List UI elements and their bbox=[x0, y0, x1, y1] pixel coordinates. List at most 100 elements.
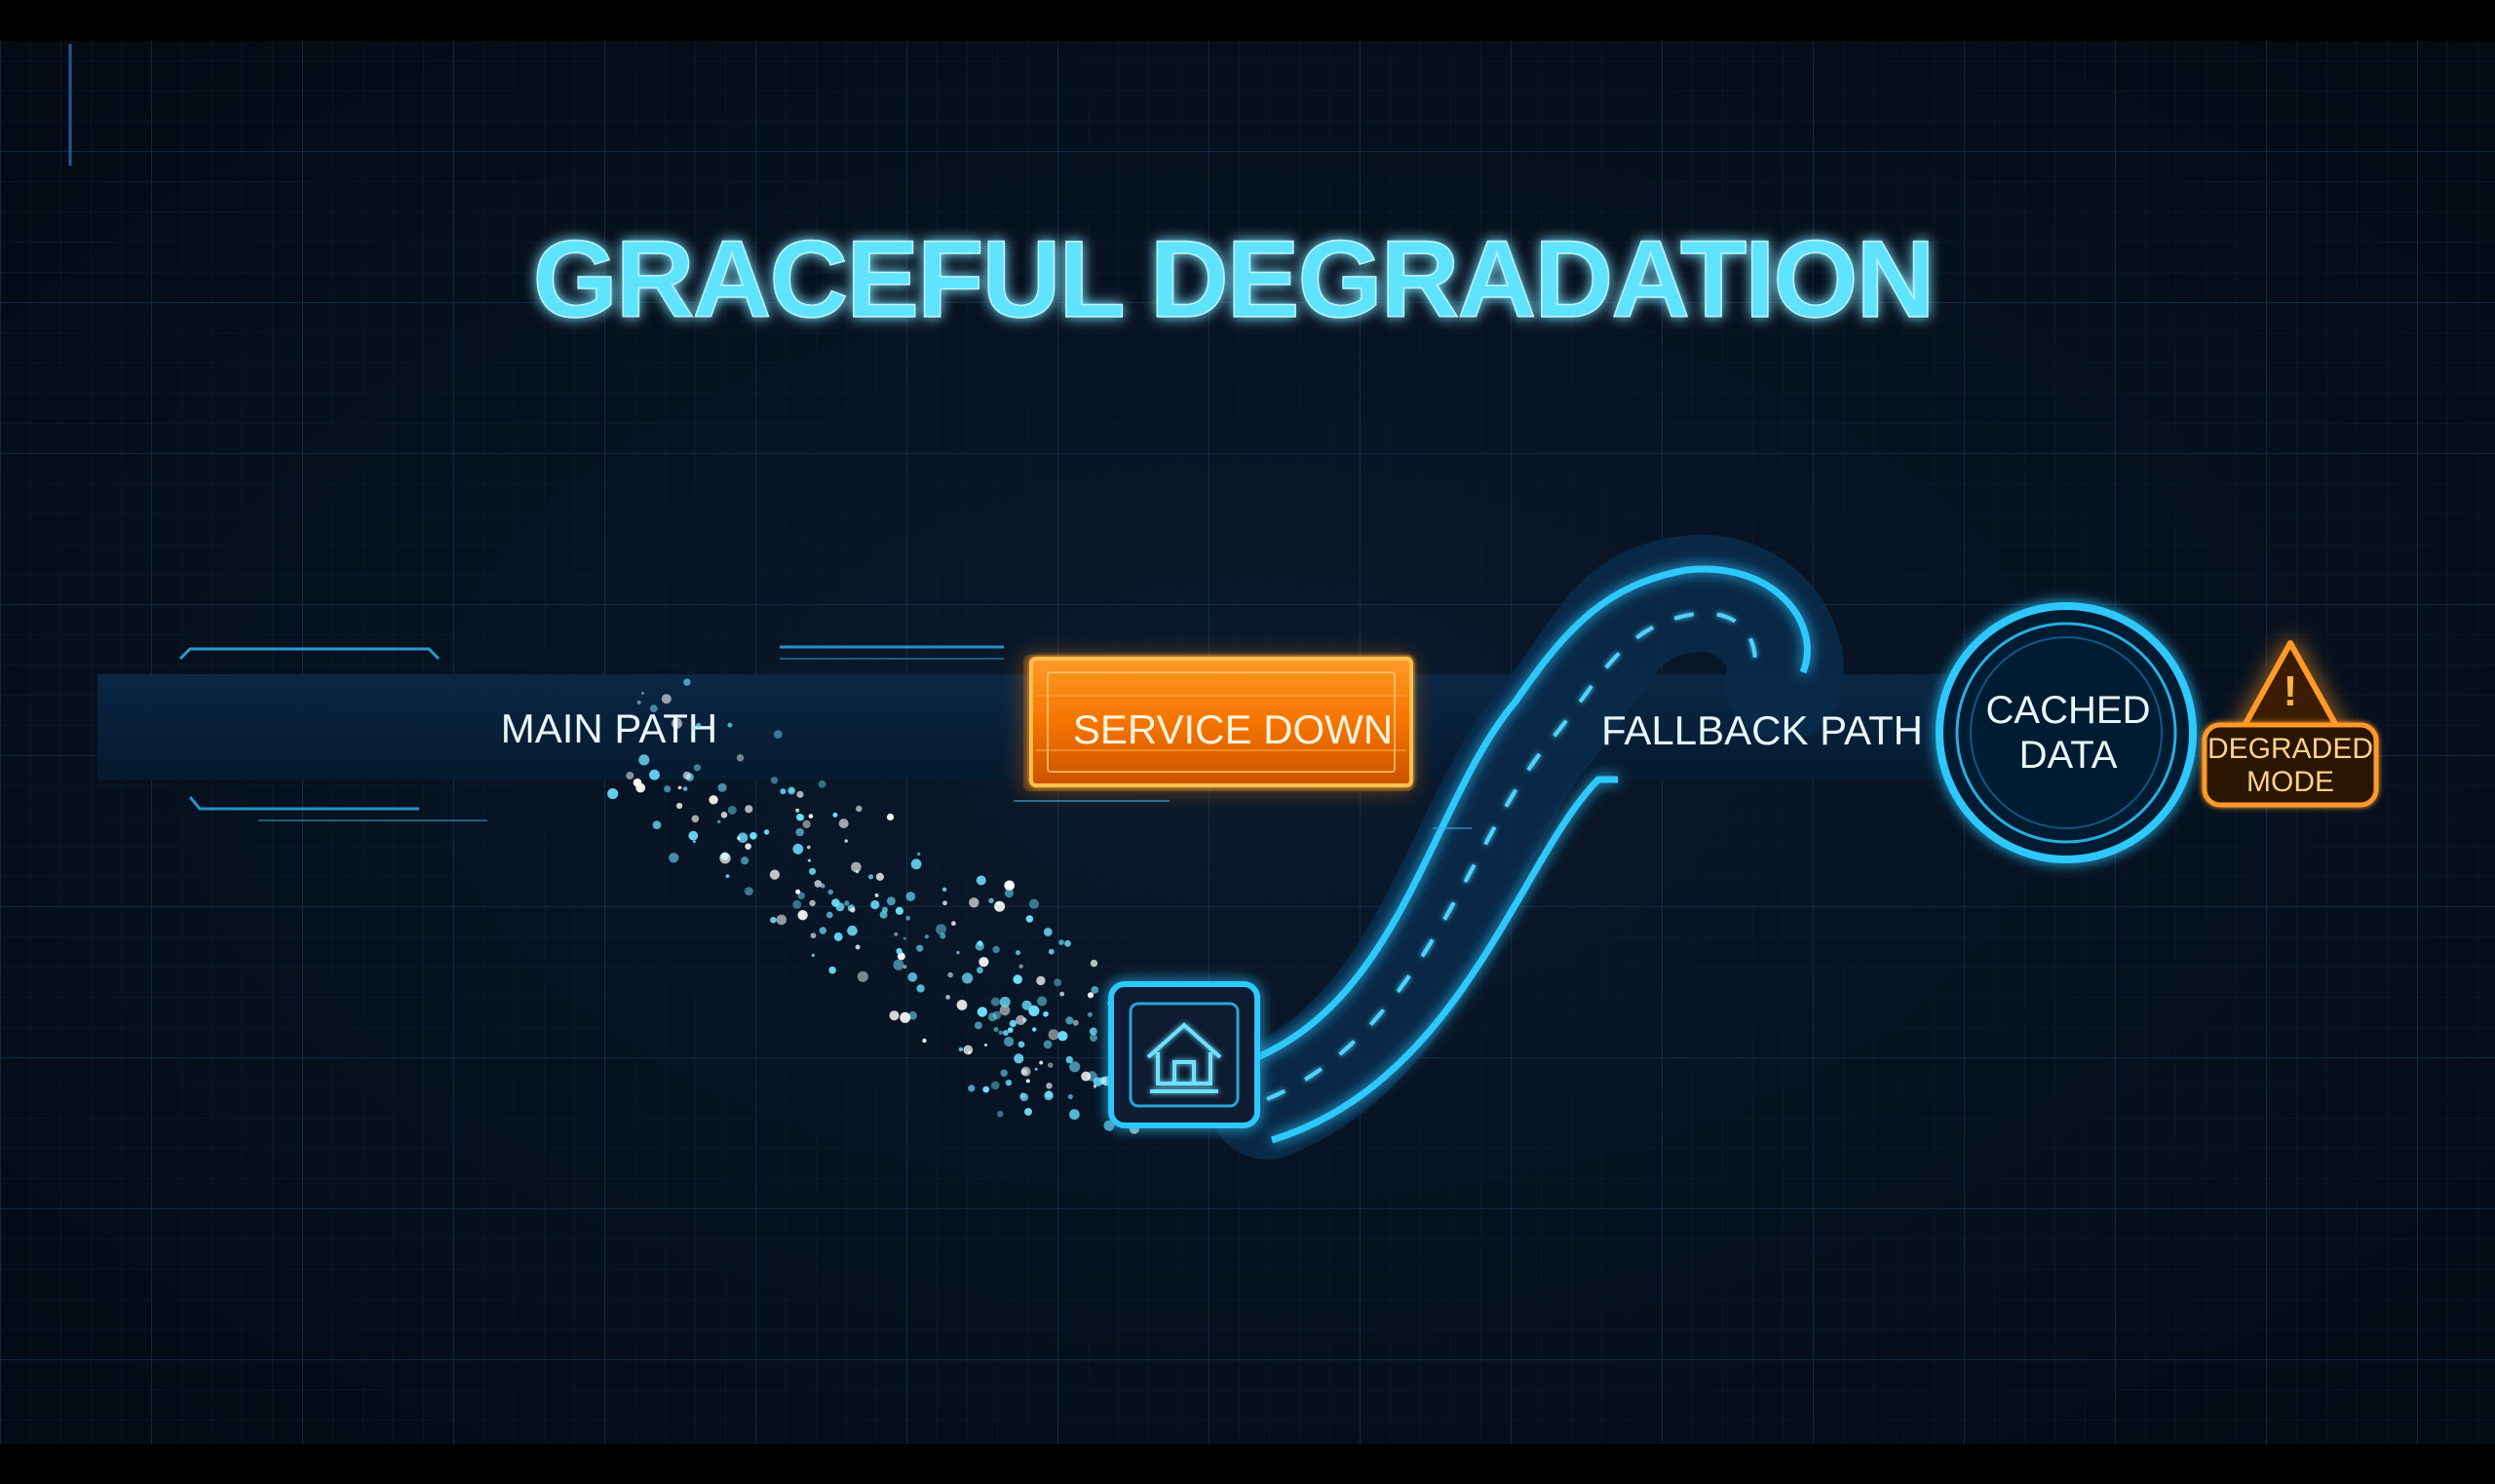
particle bbox=[692, 840, 696, 844]
particle bbox=[792, 843, 804, 855]
particle bbox=[879, 910, 888, 919]
particle bbox=[979, 957, 989, 968]
particle bbox=[976, 875, 986, 886]
particle bbox=[1014, 1053, 1024, 1064]
particle bbox=[905, 915, 910, 921]
particle bbox=[851, 861, 862, 873]
particle bbox=[1067, 1093, 1073, 1100]
particle bbox=[797, 892, 805, 899]
particle bbox=[1054, 978, 1062, 987]
particle bbox=[870, 899, 880, 910]
cached-data-node bbox=[1936, 602, 2197, 863]
particle bbox=[967, 1050, 972, 1054]
particle bbox=[607, 788, 619, 800]
particle bbox=[717, 819, 721, 823]
particle bbox=[802, 819, 811, 829]
particle bbox=[833, 932, 843, 941]
particle bbox=[999, 996, 1011, 1008]
particle bbox=[917, 852, 921, 856]
particle bbox=[894, 932, 899, 936]
particle bbox=[988, 897, 994, 903]
particle bbox=[638, 754, 650, 766]
failure-particles bbox=[607, 678, 1143, 1134]
particle bbox=[1013, 974, 1022, 984]
particle bbox=[736, 754, 745, 762]
particle bbox=[992, 945, 1000, 954]
particle bbox=[975, 1021, 982, 1030]
particle bbox=[1007, 1027, 1014, 1033]
particle bbox=[1024, 1108, 1032, 1116]
particle bbox=[886, 896, 896, 906]
particle bbox=[1046, 1083, 1053, 1089]
particle bbox=[1093, 1084, 1097, 1088]
particle bbox=[956, 1000, 968, 1010]
particle bbox=[856, 805, 863, 813]
fallback-node bbox=[1108, 981, 1260, 1128]
particle bbox=[672, 718, 682, 729]
particle bbox=[1004, 1036, 1015, 1047]
particle bbox=[975, 941, 984, 951]
fallback-road bbox=[1209, 535, 1844, 1160]
particle bbox=[749, 832, 757, 840]
particle bbox=[1039, 1060, 1044, 1065]
particle bbox=[983, 1043, 988, 1047]
particle bbox=[905, 892, 916, 901]
particle bbox=[682, 786, 688, 791]
particle bbox=[1004, 889, 1014, 898]
particle bbox=[998, 1030, 1003, 1036]
particle bbox=[1025, 1079, 1030, 1084]
particle bbox=[1005, 1080, 1013, 1086]
particle bbox=[719, 853, 731, 864]
particle bbox=[902, 936, 906, 940]
particle bbox=[676, 802, 683, 810]
degraded-mode-line1: DEGRADED bbox=[2207, 733, 2373, 765]
particle bbox=[1048, 1029, 1059, 1041]
particle bbox=[990, 997, 1000, 1007]
particle bbox=[838, 818, 849, 829]
particle bbox=[1019, 1092, 1029, 1102]
particle bbox=[797, 814, 805, 821]
particle bbox=[1028, 898, 1039, 909]
particle bbox=[945, 995, 950, 1000]
particle bbox=[825, 911, 833, 919]
particle bbox=[977, 1007, 988, 1017]
particle bbox=[1048, 948, 1055, 955]
particle bbox=[745, 843, 751, 850]
particle bbox=[916, 944, 924, 952]
particle bbox=[874, 893, 879, 897]
particle bbox=[1059, 991, 1065, 997]
particle bbox=[900, 1011, 911, 1023]
particle bbox=[770, 916, 777, 924]
particle bbox=[897, 952, 905, 961]
particle bbox=[1002, 1030, 1009, 1036]
particle bbox=[1091, 986, 1099, 994]
particle bbox=[1057, 1031, 1068, 1042]
particle bbox=[924, 934, 930, 939]
particle bbox=[916, 984, 925, 993]
particle bbox=[795, 827, 804, 837]
particle bbox=[819, 927, 826, 934]
particle bbox=[1028, 1005, 1040, 1016]
particle bbox=[727, 805, 737, 815]
particle bbox=[1047, 1062, 1054, 1068]
particle bbox=[941, 887, 947, 892]
particle bbox=[795, 808, 800, 813]
house-icon bbox=[1146, 1022, 1222, 1093]
degraded-mode-badge bbox=[2202, 722, 2379, 808]
particle bbox=[994, 900, 1006, 912]
particle bbox=[1000, 1069, 1008, 1078]
particle bbox=[773, 730, 783, 739]
particle bbox=[1090, 1034, 1097, 1042]
particle bbox=[1017, 1041, 1025, 1048]
cached-data-line1: CACHED bbox=[1986, 689, 2151, 732]
particle bbox=[810, 932, 817, 939]
particle bbox=[896, 947, 902, 955]
particle bbox=[811, 953, 815, 958]
particle bbox=[807, 858, 812, 862]
particle bbox=[741, 856, 749, 865]
particle bbox=[907, 971, 918, 982]
particle bbox=[682, 771, 691, 780]
particle bbox=[1069, 1109, 1080, 1121]
particle bbox=[982, 1085, 990, 1093]
